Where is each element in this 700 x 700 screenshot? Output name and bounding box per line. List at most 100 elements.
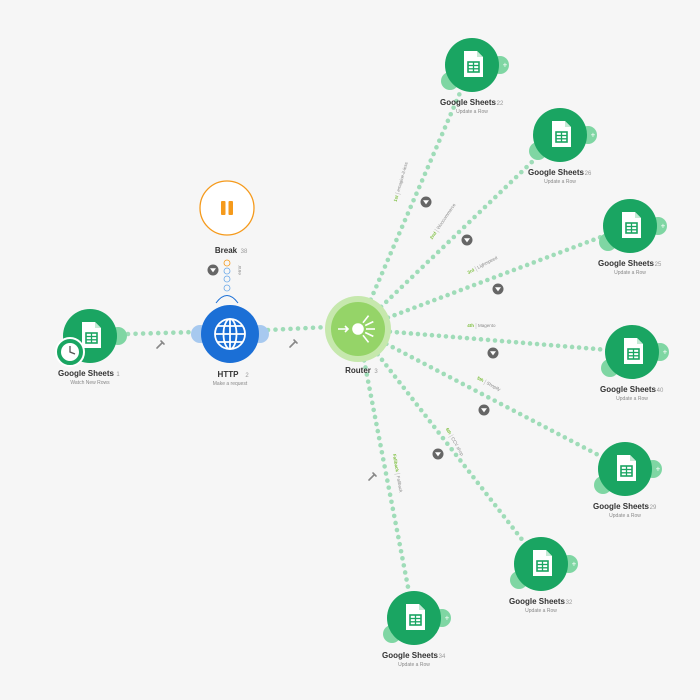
filter-icon[interactable] — [432, 448, 444, 460]
filter-icon[interactable] — [420, 196, 432, 208]
link-http-break[interactable]: error — [215, 259, 242, 304]
wrench-icon[interactable] — [156, 340, 165, 349]
connection-dot — [411, 198, 416, 203]
connection-dot — [384, 363, 389, 368]
connection-dot — [583, 345, 589, 351]
connection-dot — [428, 364, 434, 370]
module-subtitle: Make a request — [213, 381, 248, 387]
connection-dot — [368, 393, 374, 399]
route-link-6[interactable] — [375, 351, 524, 542]
route-link-4[interactable] — [387, 329, 603, 352]
module-circle[interactable] — [199, 180, 255, 236]
connection-dot — [390, 344, 396, 350]
filter-icon[interactable] — [461, 234, 473, 246]
wrench-icon[interactable] — [368, 472, 377, 481]
filter-icon[interactable] — [492, 283, 504, 295]
add-module-icon[interactable]: + — [656, 465, 661, 474]
route-link-5[interactable] — [384, 341, 599, 457]
connection-dot — [374, 284, 379, 289]
wrench-icon[interactable] — [289, 339, 298, 348]
connection-dot — [399, 224, 405, 230]
connection-dot — [569, 344, 575, 350]
module-number: 2 — [245, 373, 249, 379]
module-subtitle: Update a Row — [616, 396, 648, 402]
connection-dot — [524, 262, 530, 268]
connection-dot — [409, 274, 415, 280]
connection-dot — [389, 499, 394, 505]
connection-dot — [439, 131, 445, 137]
connection-dot — [295, 326, 301, 331]
connection-dot — [435, 368, 440, 373]
google-sheets-icon — [406, 604, 425, 630]
route-link-1[interactable] — [368, 92, 462, 302]
connection-dot — [505, 405, 510, 410]
connection-dot — [431, 151, 436, 157]
connection-dot — [485, 337, 491, 343]
route-filter-label: Fallback — [396, 475, 404, 493]
connection-dot — [477, 209, 483, 215]
connection-dot — [524, 415, 529, 420]
connection-dot — [385, 257, 391, 263]
connection-dot — [562, 435, 568, 440]
add-module-icon[interactable]: + — [591, 131, 596, 140]
connection-dot — [534, 341, 540, 347]
add-module-icon[interactable]: + — [663, 348, 668, 357]
connection-dot — [541, 342, 547, 347]
route-link-3[interactable] — [385, 235, 603, 320]
add-module-icon[interactable]: + — [503, 61, 508, 70]
route-link-2[interactable] — [378, 154, 540, 310]
connection-dot — [466, 385, 472, 390]
filter-icon[interactable] — [478, 404, 490, 416]
route-link-7[interactable] — [361, 358, 411, 589]
add-module-icon[interactable]: + — [572, 560, 577, 569]
module-title: Google Sheets — [509, 597, 566, 606]
break-link-label: error — [237, 265, 242, 275]
connection-dot — [415, 269, 420, 275]
connection-dot — [409, 354, 415, 360]
connection-dot — [445, 441, 450, 447]
connection-dot — [399, 284, 405, 290]
add-module-icon[interactable]: + — [661, 222, 666, 231]
connection-dot — [485, 277, 490, 283]
connection-dot — [422, 171, 428, 177]
module-number: 1 — [116, 372, 120, 378]
connection-dot — [466, 469, 472, 474]
connection-dot — [425, 259, 431, 265]
connection-dot — [379, 449, 385, 455]
connection-dot — [376, 277, 382, 283]
router-icon — [338, 315, 375, 343]
connection-dot — [429, 332, 435, 338]
connection-dot — [445, 292, 450, 298]
connection-dot — [531, 260, 537, 265]
connection-dot — [365, 379, 371, 384]
connection-dot — [597, 347, 603, 352]
link-trigger-http[interactable] — [125, 329, 199, 337]
link-http-router[interactable] — [265, 324, 331, 333]
clock-icon[interactable] — [55, 337, 85, 367]
connection-dot — [378, 442, 383, 448]
add-module-icon[interactable]: + — [445, 614, 450, 623]
connection-dot — [303, 325, 308, 331]
filter-icon[interactable] — [207, 264, 219, 276]
connection-dot — [415, 331, 421, 337]
globe-icon — [214, 318, 246, 350]
connection-dot — [435, 249, 441, 255]
filter-icon[interactable] — [487, 347, 499, 359]
